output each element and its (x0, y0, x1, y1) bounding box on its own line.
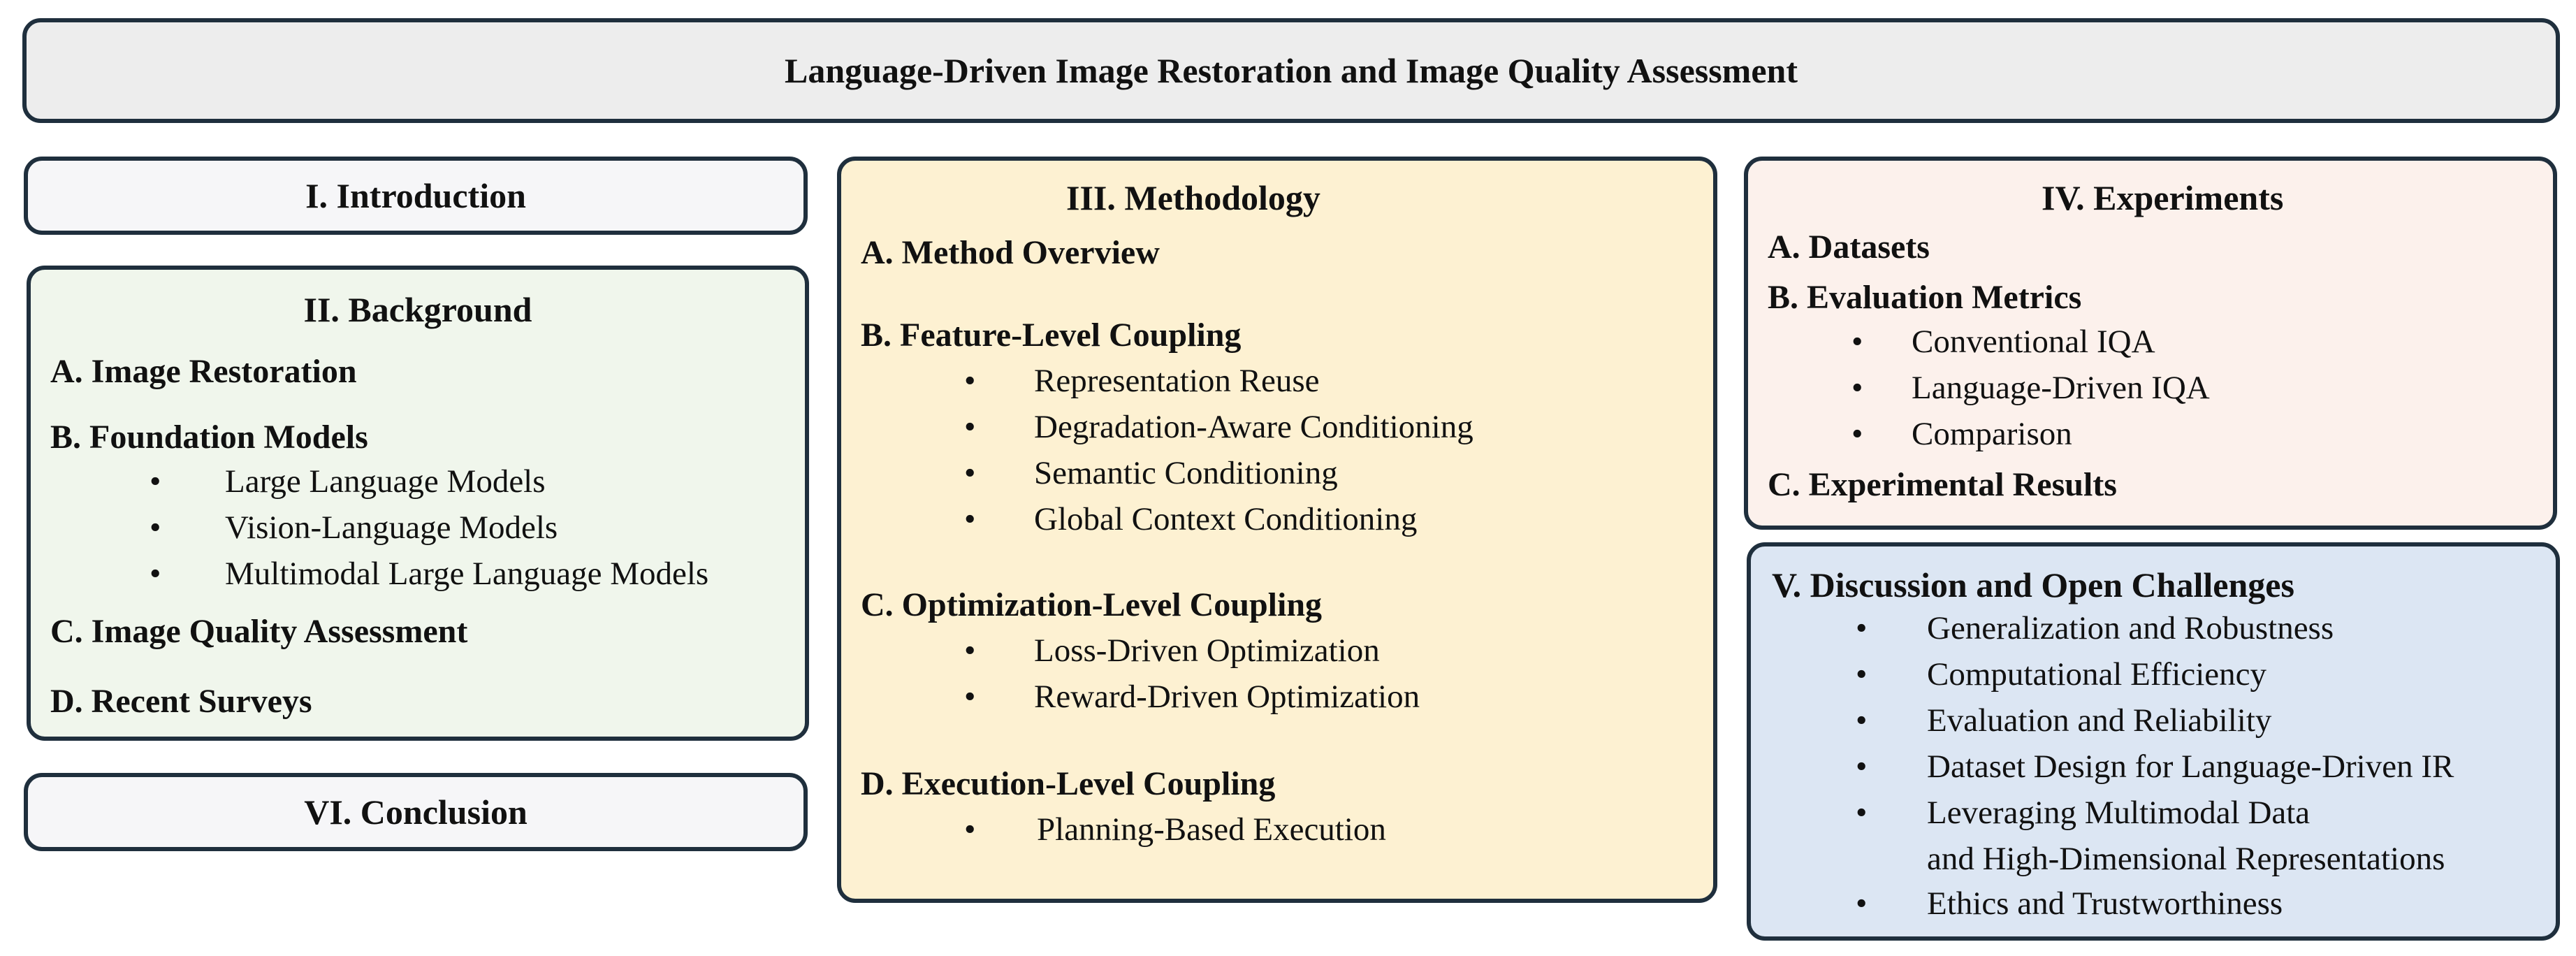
bullet: • (150, 463, 161, 500)
bullet: • (150, 556, 161, 592)
bullet: • (964, 632, 976, 669)
background-box: II. Background A. Image Restoration B. F… (27, 266, 809, 741)
discussion-item: Computational Efficiency (1927, 656, 2266, 693)
methodology-title: III. Methodology (1066, 178, 1320, 217)
diagram-title: Language-Driven Image Restoration and Im… (785, 51, 1798, 90)
discussion-item: Ethics and Trustworthiness (1927, 885, 2283, 922)
methodology-b-item: Degradation-Aware Conditioning (1034, 409, 1473, 445)
bullet: • (964, 409, 976, 445)
conclusion-box: VI. Conclusion (24, 773, 808, 851)
methodology-c-item: Reward-Driven Optimization (1034, 679, 1420, 715)
bullet: • (964, 363, 976, 399)
bullet: • (964, 501, 976, 537)
methodology-c-item: Loss-Driven Optimization (1034, 632, 1380, 669)
bullet: • (964, 455, 976, 491)
methodology-box: III. Methodology A. Method Overview B. F… (837, 157, 1717, 903)
background-section-c: C. Image Quality Assessment (50, 613, 468, 650)
methodology-b-item: Semantic Conditioning (1034, 455, 1338, 491)
methodology-section-c: C. Optimization-Level Coupling (861, 586, 1323, 623)
experiments-title: IV. Experiments (2042, 178, 2284, 217)
bullet: • (964, 811, 976, 848)
experiments-section-c: C. Experimental Results (1768, 466, 2117, 503)
introduction-box: I. Introduction (24, 157, 808, 235)
bullet: • (150, 509, 161, 546)
bullet: • (1851, 370, 1863, 406)
bullet: • (1851, 416, 1863, 452)
background-section-d: D. Recent Surveys (50, 683, 312, 720)
bullet: • (1856, 748, 1868, 785)
bullet: • (1856, 702, 1868, 739)
experiments-section-a: A. Datasets (1768, 229, 1930, 266)
introduction-title: I. Introduction (305, 176, 526, 215)
bullet: • (1856, 885, 1868, 922)
background-title: II. Background (303, 290, 532, 329)
discussion-item-continuation: and High-Dimensional Representations (1927, 841, 2445, 877)
title-box: Language-Driven Image Restoration and Im… (22, 18, 2560, 123)
methodology-section-a: A. Method Overview (861, 234, 1160, 271)
background-b-item: Large Language Models (225, 463, 546, 500)
experiments-b-item: Language-Driven IQA (1912, 370, 2210, 406)
experiments-box: IV. Experiments A. Datasets B. Evaluatio… (1744, 157, 2557, 530)
bullet: • (964, 679, 976, 715)
background-section-b: B. Foundation Models (50, 419, 368, 456)
experiments-b-item: Conventional IQA (1912, 324, 2155, 360)
discussion-title: V. Discussion and Open Challenges (1772, 565, 2294, 604)
discussion-item: Generalization and Robustness (1927, 610, 2334, 646)
bullet: • (1856, 656, 1868, 693)
background-section-a: A. Image Restoration (50, 353, 357, 390)
bullet: • (1856, 610, 1868, 646)
methodology-b-item: Representation Reuse (1034, 363, 1320, 399)
discussion-item: Leveraging Multimodal Data (1927, 795, 2311, 831)
background-b-item: Multimodal Large Language Models (225, 556, 709, 592)
experiments-b-item: Comparison (1912, 416, 2072, 452)
conclusion-title: VI. Conclusion (304, 792, 527, 832)
methodology-d-item: Planning-Based Execution (1037, 811, 1386, 848)
discussion-item: Evaluation and Reliability (1927, 702, 2272, 739)
experiments-section-b: B. Evaluation Metrics (1768, 279, 2082, 316)
discussion-item: Dataset Design for Language-Driven IR (1927, 748, 2454, 785)
methodology-section-b: B. Feature-Level Coupling (861, 317, 1242, 354)
methodology-b-item: Global Context Conditioning (1034, 501, 1418, 537)
bullet: • (1856, 795, 1868, 831)
methodology-section-d: D. Execution-Level Coupling (861, 765, 1276, 802)
bullet: • (1851, 324, 1863, 360)
background-b-item: Vision-Language Models (225, 509, 558, 546)
discussion-box: V. Discussion and Open Challenges • Gene… (1747, 542, 2560, 941)
